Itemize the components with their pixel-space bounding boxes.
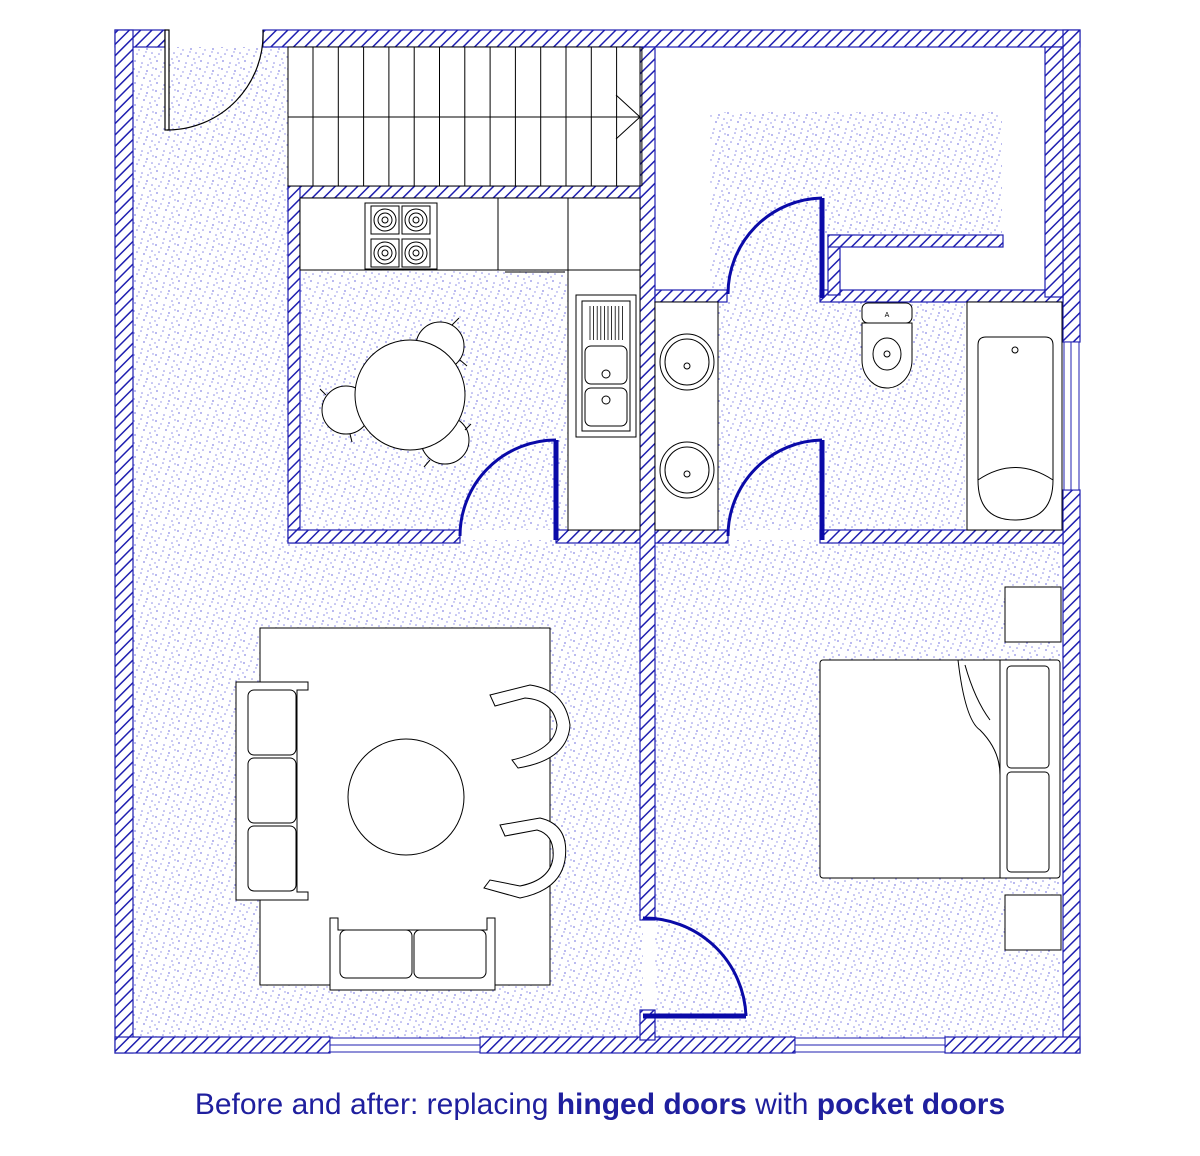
burner [412, 249, 420, 257]
kitchen-door [458, 438, 559, 540]
burner [408, 212, 424, 228]
bathtub [966, 301, 1063, 531]
burner [412, 216, 420, 224]
burner [408, 245, 424, 261]
burner [381, 216, 389, 224]
burner-grate [401, 205, 431, 235]
outer-wall-top-right [262, 29, 1081, 48]
bath-wall-top-right [819, 289, 1064, 303]
caption-bold-hinged: hinged doors [556, 1088, 747, 1121]
floor-plan: A [114, 29, 1081, 1054]
outer-wall-right-upper [1062, 29, 1081, 343]
burner [377, 212, 393, 228]
burner [373, 208, 397, 232]
walls [114, 29, 1081, 1054]
staircase [287, 46, 643, 187]
closet-wall-h [827, 234, 1004, 248]
outer-wall-bottom-mid [479, 1036, 796, 1054]
burner [404, 208, 428, 232]
bathroom-door [726, 438, 825, 540]
living-room-furniture [235, 627, 571, 991]
vanity [654, 301, 719, 531]
kitchen-wall-bottom-left [287, 529, 461, 544]
outer-wall-bottom-left [114, 1036, 331, 1054]
burner [381, 249, 389, 257]
burner-grate [370, 238, 400, 268]
outer-wall-bottom-right [944, 1036, 1081, 1054]
outer-wall-left [114, 29, 134, 1054]
burner [373, 241, 397, 265]
coffee-table [347, 738, 465, 856]
bedroom-furniture [819, 586, 1062, 951]
caption-prefix: Before and after: replacing [194, 1088, 557, 1121]
hinged-doors [458, 196, 825, 1019]
windows [329, 341, 1080, 1053]
outer-wall-right-lower [1062, 489, 1081, 1054]
caption-middle: with [746, 1088, 817, 1121]
caption: Before and after: replacing hinged doors… [0, 1088, 1200, 1122]
bedroom-door [642, 916, 748, 1019]
caption-bold-pocket: pocket doors [816, 1088, 1006, 1121]
nightstand-top [1004, 586, 1062, 643]
bath-wall-bottom-right [819, 529, 1064, 544]
svg-text:A: A [885, 312, 890, 319]
kitchen-sink [575, 294, 637, 438]
nightstand-bottom [1004, 894, 1062, 951]
closet-wall-right [1044, 46, 1064, 298]
entry-door [164, 29, 264, 131]
burner-grate [401, 238, 431, 268]
burner [404, 241, 428, 265]
stair-wall [287, 185, 644, 199]
burner-grate [370, 205, 400, 235]
dining-table [354, 339, 466, 451]
cooktop [364, 202, 438, 270]
kitchen-wall-left [287, 185, 301, 544]
closet-door [726, 196, 825, 298]
toilet: A [861, 302, 913, 389]
burner [377, 245, 393, 261]
dining-set [319, 317, 472, 468]
bath-wall-top-left [654, 289, 728, 303]
